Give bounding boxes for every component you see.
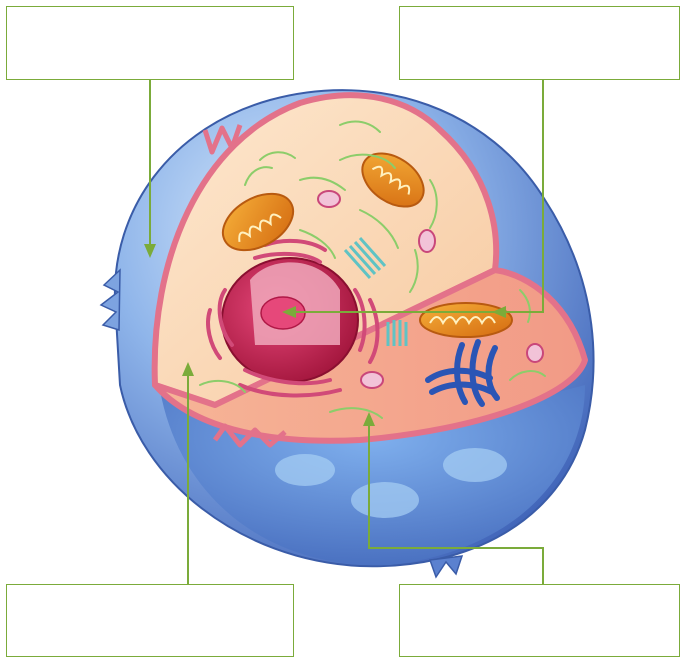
nucleus: [222, 258, 358, 382]
label-box-bottom-right[interactable]: [399, 584, 680, 657]
mitochondrion-3: [420, 303, 512, 337]
label-box-top-right[interactable]: [399, 6, 680, 80]
label-box-bottom-left[interactable]: [6, 584, 294, 657]
label-box-top-left[interactable]: [6, 6, 294, 80]
